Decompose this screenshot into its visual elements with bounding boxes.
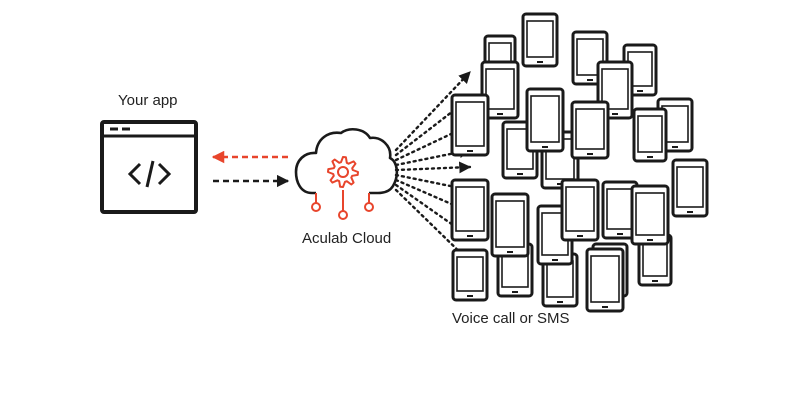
- fan-out-arrow: [394, 161, 472, 174]
- mobile-phone-icon: [541, 252, 579, 308]
- gear-icon: [327, 156, 359, 188]
- mobile-device-cluster: [450, 12, 709, 313]
- devices-label: Voice call or SMS: [452, 310, 570, 327]
- mobile-phone-icon: [630, 184, 670, 246]
- mobile-phone-icon: [671, 158, 709, 218]
- mobile-phone-icon: [525, 87, 565, 153]
- fan-out-arrow: [394, 183, 472, 239]
- mobile-phone-icon: [632, 107, 668, 163]
- mobile-phone-icon: [585, 247, 625, 313]
- mobile-phone-icon: [480, 60, 520, 120]
- mobile-phone-icon: [450, 93, 490, 157]
- app-label: Your app: [118, 92, 178, 109]
- fan-out-arrow: [394, 70, 472, 152]
- mobile-phone-icon: [560, 178, 600, 242]
- mobile-phone-icon: [450, 178, 490, 242]
- cloud-gear-icon: [294, 128, 399, 220]
- mobile-phone-icon: [490, 192, 530, 258]
- mobile-phone-icon: [570, 100, 610, 160]
- mobile-phone-icon: [451, 248, 489, 302]
- browser-code-window-icon: [100, 120, 198, 214]
- cloud-label: Aculab Cloud: [302, 230, 392, 247]
- mobile-phone-icon: [521, 12, 559, 68]
